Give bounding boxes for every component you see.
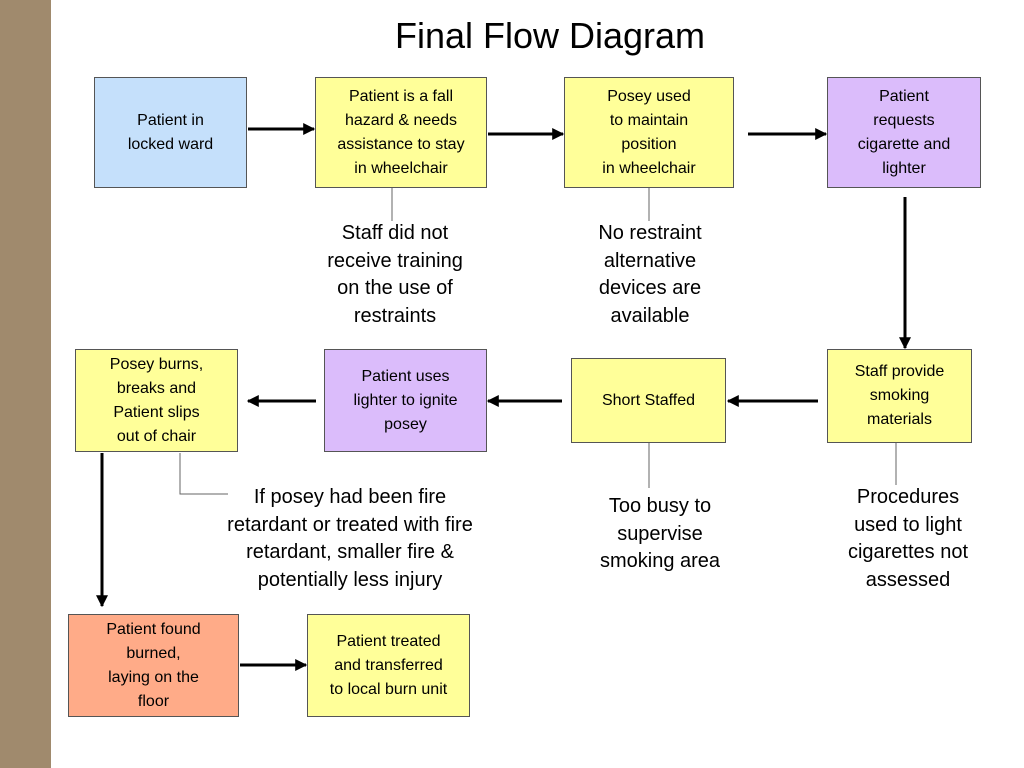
note-no-training: Staff did not receive training on the us… [327, 222, 463, 327]
box-posey-burns: Posey burns, breaks and Patient slips ou… [75, 349, 238, 452]
note-fire-retardant: If posey had been fire retardant or trea… [227, 486, 473, 591]
note-no-alternative: No restraint alternative devices are ava… [598, 222, 702, 327]
box-staff-provide: Staff provide smoking materials [827, 349, 972, 443]
diagram-title: Final Flow Diagram [394, 15, 706, 56]
connector-burns-note [179, 453, 228, 495]
box-patient-locked-ward: Patient in locked ward [94, 77, 247, 188]
box-posey-used: Posey used to maintain position in wheel… [564, 77, 734, 188]
box-requests-cigarette: Patient requests cigarette and lighter [827, 77, 981, 188]
note-procedures: Procedures used to light cigarettes not … [847, 486, 969, 591]
box-fall-hazard: Patient is a fall hazard & needs assista… [315, 77, 487, 188]
side-decoration-strip [0, 0, 51, 768]
box-short-staffed: Short Staffed [571, 358, 726, 443]
box-treated-transferred: Patient treated and transferred to local… [307, 614, 470, 717]
box-uses-lighter: Patient uses lighter to ignite posey [324, 349, 487, 452]
note-too-busy: Too busy to supervise smoking area [599, 495, 721, 572]
box-found-burned: Patient found burned, laying on the floo… [68, 614, 239, 717]
